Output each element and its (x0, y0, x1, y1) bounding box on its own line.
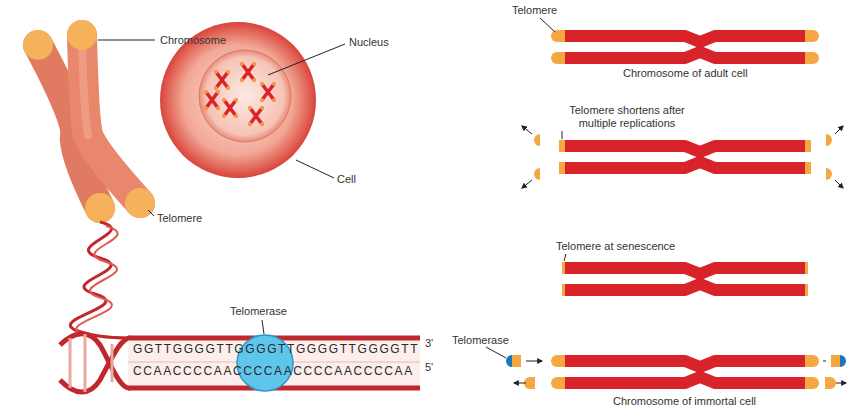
caption-label: Chromosome of immortal cell (613, 395, 756, 408)
part-label: Chromosome (160, 34, 226, 47)
dna-sequence: CCAACCCCAACCCCAACCCCAACCCCAA (133, 364, 414, 378)
strand-end: 5' (425, 361, 433, 374)
stage-label: Telomere at senescence (556, 240, 675, 253)
strand-end: 3' (425, 337, 433, 350)
part-label: Telomerase (452, 334, 509, 347)
part-label: Telomere (512, 4, 557, 17)
stage-label: Telomere shortens after multiple replica… (552, 104, 702, 130)
caption-label: Chromosome of adult cell (623, 67, 748, 80)
part-label: Telomere (157, 212, 202, 225)
part-label: Telomerase (230, 305, 287, 318)
part-label: Cell (337, 173, 356, 186)
part-label: Nucleus (349, 36, 389, 49)
dna-sequence: GGTTGGGGTTGGGGTTGGGGTTGGGGTT (133, 342, 419, 356)
